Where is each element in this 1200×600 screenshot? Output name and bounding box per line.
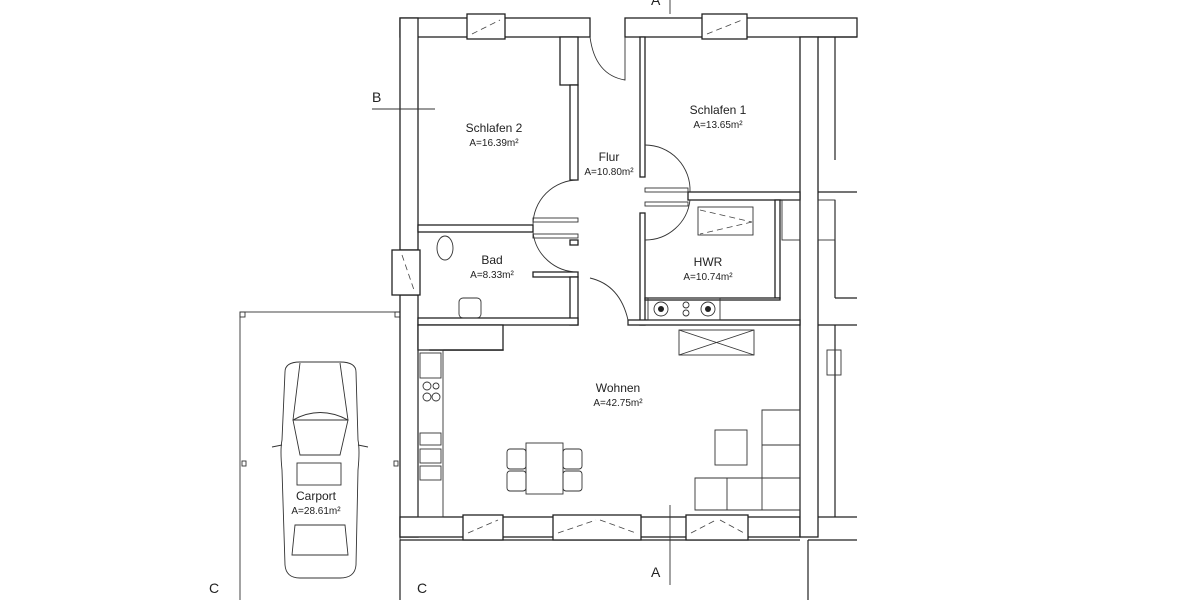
section-mark-a-bottom: A bbox=[651, 564, 661, 580]
stove-icon bbox=[647, 297, 721, 321]
room-area: A=13.65m² bbox=[693, 120, 743, 131]
interior-walls bbox=[417, 36, 801, 351]
room-name: Flur bbox=[599, 150, 620, 164]
room-area: A=8.33m² bbox=[470, 270, 514, 281]
room-area: A=16.39m² bbox=[469, 138, 519, 149]
dining-table bbox=[525, 442, 564, 495]
room-area: A=28.61m² bbox=[291, 506, 341, 517]
section-mark-c-right: C bbox=[417, 580, 427, 596]
carport bbox=[239, 311, 401, 600]
section-mark-a-top: A bbox=[651, 0, 661, 8]
sofa bbox=[694, 409, 801, 511]
room-name: HWR bbox=[694, 255, 723, 269]
room-name: Schlafen 2 bbox=[466, 121, 523, 135]
section-mark-b: B bbox=[372, 89, 381, 105]
kitchen-counter bbox=[417, 349, 444, 518]
room-area: A=42.75m² bbox=[593, 398, 643, 409]
section-lines bbox=[372, 0, 671, 585]
washer-icon bbox=[697, 206, 754, 236]
room-name: Wohnen bbox=[596, 381, 640, 395]
room-area: A=10.80m² bbox=[584, 167, 634, 178]
car-icon bbox=[271, 361, 369, 579]
room-name: Schlafen 1 bbox=[690, 103, 747, 117]
room-area: A=10.74m² bbox=[683, 272, 733, 283]
toilet-icon bbox=[436, 235, 454, 261]
room-name: Bad bbox=[481, 253, 502, 267]
coffee-table bbox=[714, 429, 748, 466]
windows bbox=[391, 13, 749, 541]
doors bbox=[532, 36, 691, 325]
washbasin-icon bbox=[458, 297, 482, 319]
exterior-walls bbox=[399, 17, 858, 600]
fireplace-icon bbox=[678, 329, 755, 356]
fixtures bbox=[417, 199, 842, 518]
room-name: Carport bbox=[296, 489, 337, 503]
section-mark-c-left: C bbox=[209, 580, 219, 596]
